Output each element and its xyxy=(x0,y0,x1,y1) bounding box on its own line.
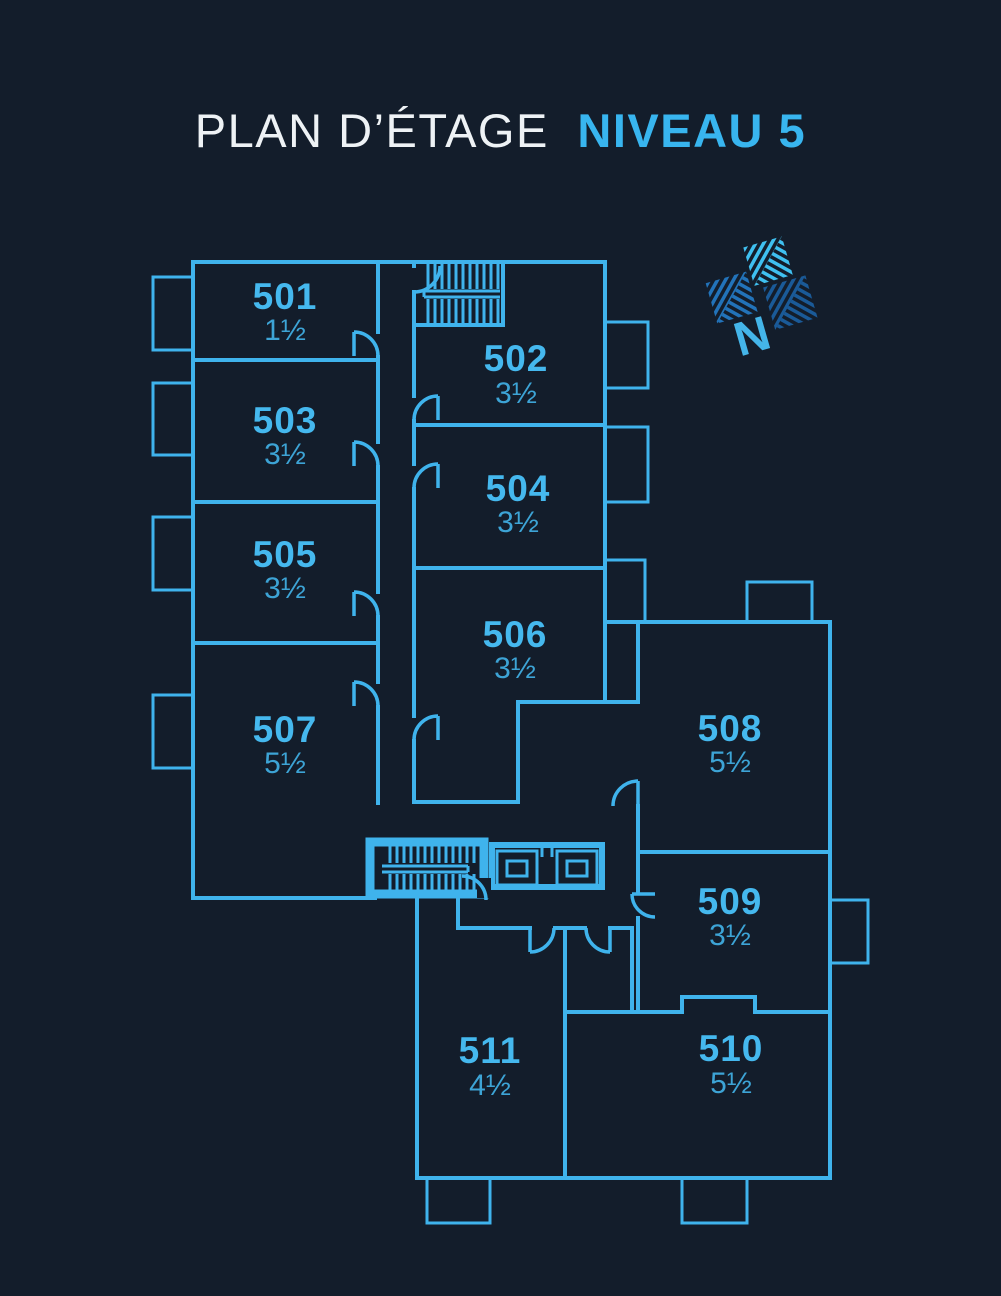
wall-hall-509 xyxy=(636,804,832,1014)
unit-509-size: 3½ xyxy=(709,919,751,952)
elevator-1-icon xyxy=(495,849,539,887)
unit-503-number: 503 xyxy=(253,400,318,441)
door-508 xyxy=(611,779,640,807)
wall-lobby-south xyxy=(456,898,634,930)
unit-508-size: 5½ xyxy=(709,746,751,779)
unit-504-number: 504 xyxy=(486,468,551,509)
wall-510-top xyxy=(563,995,832,1014)
stairs-top-icon xyxy=(422,264,500,323)
elevators xyxy=(495,845,599,887)
north-compass-logo: N xyxy=(705,236,818,368)
door-505 xyxy=(352,590,380,617)
balcony-510 xyxy=(680,1176,749,1225)
door-hall-south xyxy=(584,927,612,954)
elevator-bank-walls xyxy=(489,842,605,890)
balcony-502 xyxy=(603,320,650,390)
unit-506-size: 3½ xyxy=(494,652,536,685)
door-501 xyxy=(352,330,380,357)
door-511 xyxy=(528,927,556,954)
unit-511-number: 511 xyxy=(459,1030,522,1071)
elevator-2-car xyxy=(565,859,589,878)
unit-501-size: 1½ xyxy=(264,314,306,347)
balcony-505 xyxy=(151,515,195,592)
elevator-1-car xyxy=(505,859,529,878)
unit-504-size: 3½ xyxy=(497,506,539,539)
unit-labels: 501 1½ 502 3½ 503 3½ 504 3½ 505 3½ 506 3… xyxy=(253,276,764,1102)
door-507 xyxy=(352,680,380,707)
door-506 xyxy=(412,714,440,741)
balcony-503 xyxy=(151,381,195,457)
unit-507-size: 5½ xyxy=(264,747,306,780)
balconies xyxy=(151,275,870,1225)
balcony-511 xyxy=(425,1176,492,1225)
wall-stairwell-top xyxy=(412,260,505,327)
logo-leaf-right-icon xyxy=(763,275,818,330)
unit-502-size: 3½ xyxy=(495,377,537,410)
balcony-504 xyxy=(603,425,650,504)
balcony-501 xyxy=(151,275,195,352)
unit-503-size: 3½ xyxy=(264,438,306,471)
doors xyxy=(352,265,656,954)
stairs-core-icon xyxy=(382,846,476,891)
balcony-506 xyxy=(603,558,647,624)
logo-leaf-left-icon xyxy=(705,271,758,324)
unit-508-number: 508 xyxy=(698,708,763,749)
stairwell-core-walls xyxy=(365,837,489,899)
door-504 xyxy=(412,462,440,489)
unit-502-number: 502 xyxy=(484,338,549,379)
page-title: PLAN D’ÉTAGE NIVEAU 5 xyxy=(0,103,1001,158)
unit-510-number: 510 xyxy=(699,1028,764,1069)
door-stairs-core xyxy=(461,874,488,901)
page-title-text: PLAN D’ÉTAGE xyxy=(194,104,549,157)
wall-hall-508 xyxy=(415,700,640,804)
unit-505-number: 505 xyxy=(253,534,318,575)
door-502 xyxy=(412,394,440,421)
unit-510-size: 5½ xyxy=(710,1067,752,1100)
unit-507-number: 507 xyxy=(253,709,318,750)
unit-501-number: 501 xyxy=(253,276,318,317)
page-title-accent: NIVEAU 5 xyxy=(577,104,807,157)
elevator-2-icon xyxy=(555,849,599,887)
unit-509-number: 509 xyxy=(698,881,763,922)
unit-506-number: 506 xyxy=(483,614,548,655)
door-stairs-top xyxy=(413,265,442,294)
balcony-509 xyxy=(828,898,870,965)
logo-leaf-top-icon xyxy=(743,236,793,286)
unit-511-size: 4½ xyxy=(469,1069,511,1102)
unit-505-size: 3½ xyxy=(264,572,306,605)
balcony-508 xyxy=(745,580,814,624)
balcony-507 xyxy=(151,693,195,770)
elevator-call-ticks xyxy=(540,845,554,857)
door-503 xyxy=(352,440,380,467)
door-509 xyxy=(630,892,656,919)
north-letter: N xyxy=(728,307,776,368)
